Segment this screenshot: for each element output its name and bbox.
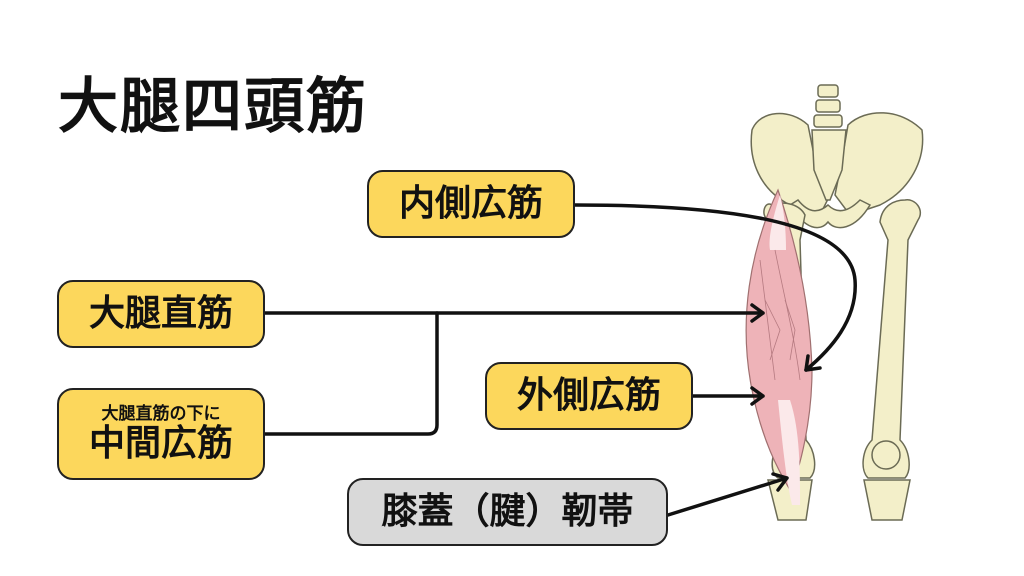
label-vastus-intermedius: 大腿直筋の下に 中間広筋 <box>57 388 265 480</box>
label-vastus-lateralis: 外側広筋 <box>485 362 693 430</box>
connector-vastus-intermedius <box>263 311 439 436</box>
arrow-vastus-medialis <box>573 203 857 372</box>
arrow-rectus-femoris <box>263 303 765 323</box>
right-tibia <box>863 479 911 521</box>
vertebra <box>817 84 839 98</box>
vertebra <box>815 99 841 113</box>
label-text: 中間広筋 <box>88 423 233 465</box>
label-text: 膝蓋（腱）靭帯 <box>381 491 634 533</box>
label-note: 大腿直筋の下に <box>101 404 221 424</box>
pubis <box>788 199 872 229</box>
vertebra <box>813 114 843 128</box>
label-text: 大腿直筋 <box>88 293 233 335</box>
arrowhead <box>804 354 822 372</box>
right-patella <box>871 440 901 470</box>
skeleton <box>750 84 924 521</box>
connector-arrows <box>263 203 857 517</box>
page-title: 大腿四頭筋 <box>58 72 368 142</box>
right-ilium <box>834 112 924 216</box>
label-text: 内側広筋 <box>398 183 543 225</box>
patellar-tendon <box>778 400 800 505</box>
sacrum <box>811 129 847 201</box>
label-patellar-ligament: 膝蓋（腱）靭帯 <box>347 478 668 546</box>
label-rectus-femoris: 大腿直筋 <box>57 280 265 348</box>
arrow-vastus-lateralis <box>691 386 765 406</box>
label-text: 外側広筋 <box>516 375 661 417</box>
right-femur <box>862 199 922 479</box>
label-vastus-medialis: 内側広筋 <box>367 170 575 238</box>
arrow-patellar-ligament <box>666 472 789 517</box>
